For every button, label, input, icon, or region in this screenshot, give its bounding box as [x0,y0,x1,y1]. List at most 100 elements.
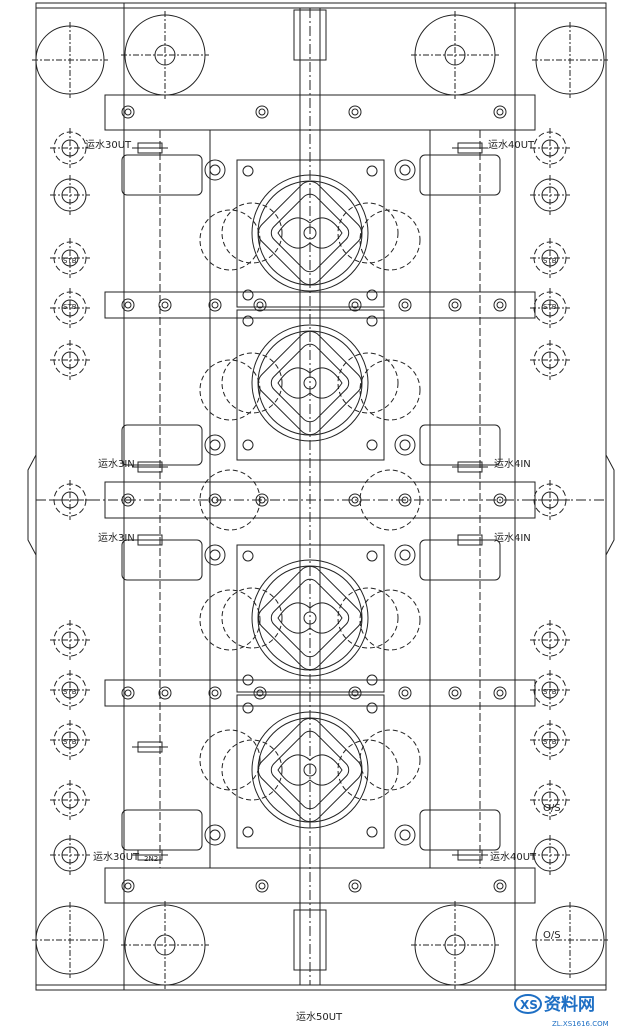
rail-screw [255,493,269,507]
ois-tag: O/S [543,930,561,941]
side-bolt [530,128,570,168]
cavity-plate-3 [236,544,385,693]
watermark-site-name: 资料网 [544,994,595,1015]
xs-logo-icon: XS [514,994,542,1014]
plate-pin [204,544,226,566]
water-fitting-icon [452,534,488,546]
dashed-cooling-circle [199,729,261,791]
part-mark: 2N2 [144,855,158,863]
guide-bushing [411,11,499,99]
side-bolt [530,720,570,760]
site-watermark: XS 资料网 ZL.XS1616.COM [514,994,609,1028]
watermark-url: ZL.XS1616.COM [552,1020,609,1028]
rail-screw [348,298,362,312]
corner-hole [532,902,608,978]
guide-bushing [121,11,209,99]
rail-screw [208,298,222,312]
plate-pin [394,159,416,181]
plate-pin [204,824,226,846]
water-outlet-label-top-right: 运水40UT [488,139,535,151]
rail-screw [448,298,462,312]
plate-pin [204,434,226,456]
water-inlet-label-lower-right: 运水4IN [494,532,531,544]
rail-screw [158,686,172,700]
stb-tag: STB [63,738,77,746]
stb-tag: STB [63,303,77,311]
side-bolt [50,780,90,820]
side-bolt [530,238,570,278]
side-bolt [530,670,570,710]
corner-hole [532,22,608,98]
side-bolt [50,835,90,875]
rail-screw [253,686,267,700]
svg-text:XS: XS [520,998,538,1012]
ois-tag: O/S [543,803,561,814]
water-fitting-icon [132,849,168,861]
stb-tag: STB [543,738,557,746]
dashed-cooling-circle [199,469,261,531]
rail-screw [208,686,222,700]
rail-screw [493,493,507,507]
side-bolt [530,480,570,520]
rail-screw [348,493,362,507]
stb-tag: STB [543,257,557,265]
rail-screw [493,879,507,893]
side-bolt [530,835,570,875]
rail-screw [121,298,135,312]
water-fitting-icon [132,142,168,154]
water-fitting-icon [452,461,488,473]
side-bolt [50,720,90,760]
water-outlet-label-bottom-left: 运水30UT [93,851,140,863]
side-bolt [50,128,90,168]
side-bolt [530,340,570,380]
water-fitting-icon [452,142,488,154]
rail-screw [398,493,412,507]
rail-screw [121,493,135,507]
water-outlet-label-bottom: 运水50UT [296,1011,343,1023]
dashed-cooling-circle [359,729,421,791]
rail-screw [398,686,412,700]
dashed-cooling-circle [359,209,421,271]
side-bolt [50,175,90,215]
plate-pin [204,159,226,181]
rail-screw [448,686,462,700]
cavity-insert-1 [221,165,399,301]
plate-pin [394,824,416,846]
dashed-cooling-circle [359,589,421,651]
water-inlet-label-lower-left: 运水3IN [98,532,135,544]
water-fitting-icon [452,849,488,861]
cavity-plate-4 [236,694,385,849]
stb-tag: STB [63,257,77,265]
rail-screw [398,298,412,312]
water-outlet-label-top-left: 运水30UT [85,139,132,151]
water-inlet-label-mid-right: 运水4IN [494,458,531,470]
cavity-insert-3 [221,550,399,686]
rail-screw [253,298,267,312]
plate-pin [394,544,416,566]
dashed-cooling-circle [199,209,261,271]
cavity-insert-2 [221,315,399,451]
dashed-cooling-circle [199,359,261,421]
rail-screw [121,686,135,700]
guide-bushing [121,901,209,989]
water-fitting-icon [132,534,168,546]
mold-base-outline [35,2,607,991]
rail-screw [493,105,507,119]
water-inlet-label-mid-left: 运水3IN [98,458,135,470]
rail-screw [493,298,507,312]
rail-screw [493,686,507,700]
cavity-plate-1 [236,159,385,308]
side-bolt [50,670,90,710]
stb-tag: STB [63,688,77,696]
rail-screw [255,879,269,893]
side-bolt [530,620,570,660]
side-bolt [50,238,90,278]
rail-screw [255,105,269,119]
rail-screw [348,105,362,119]
corner-hole [32,22,108,98]
side-bolt [50,480,90,520]
rail-screw [158,298,172,312]
rail-screw [208,493,222,507]
plate-pin [394,434,416,456]
